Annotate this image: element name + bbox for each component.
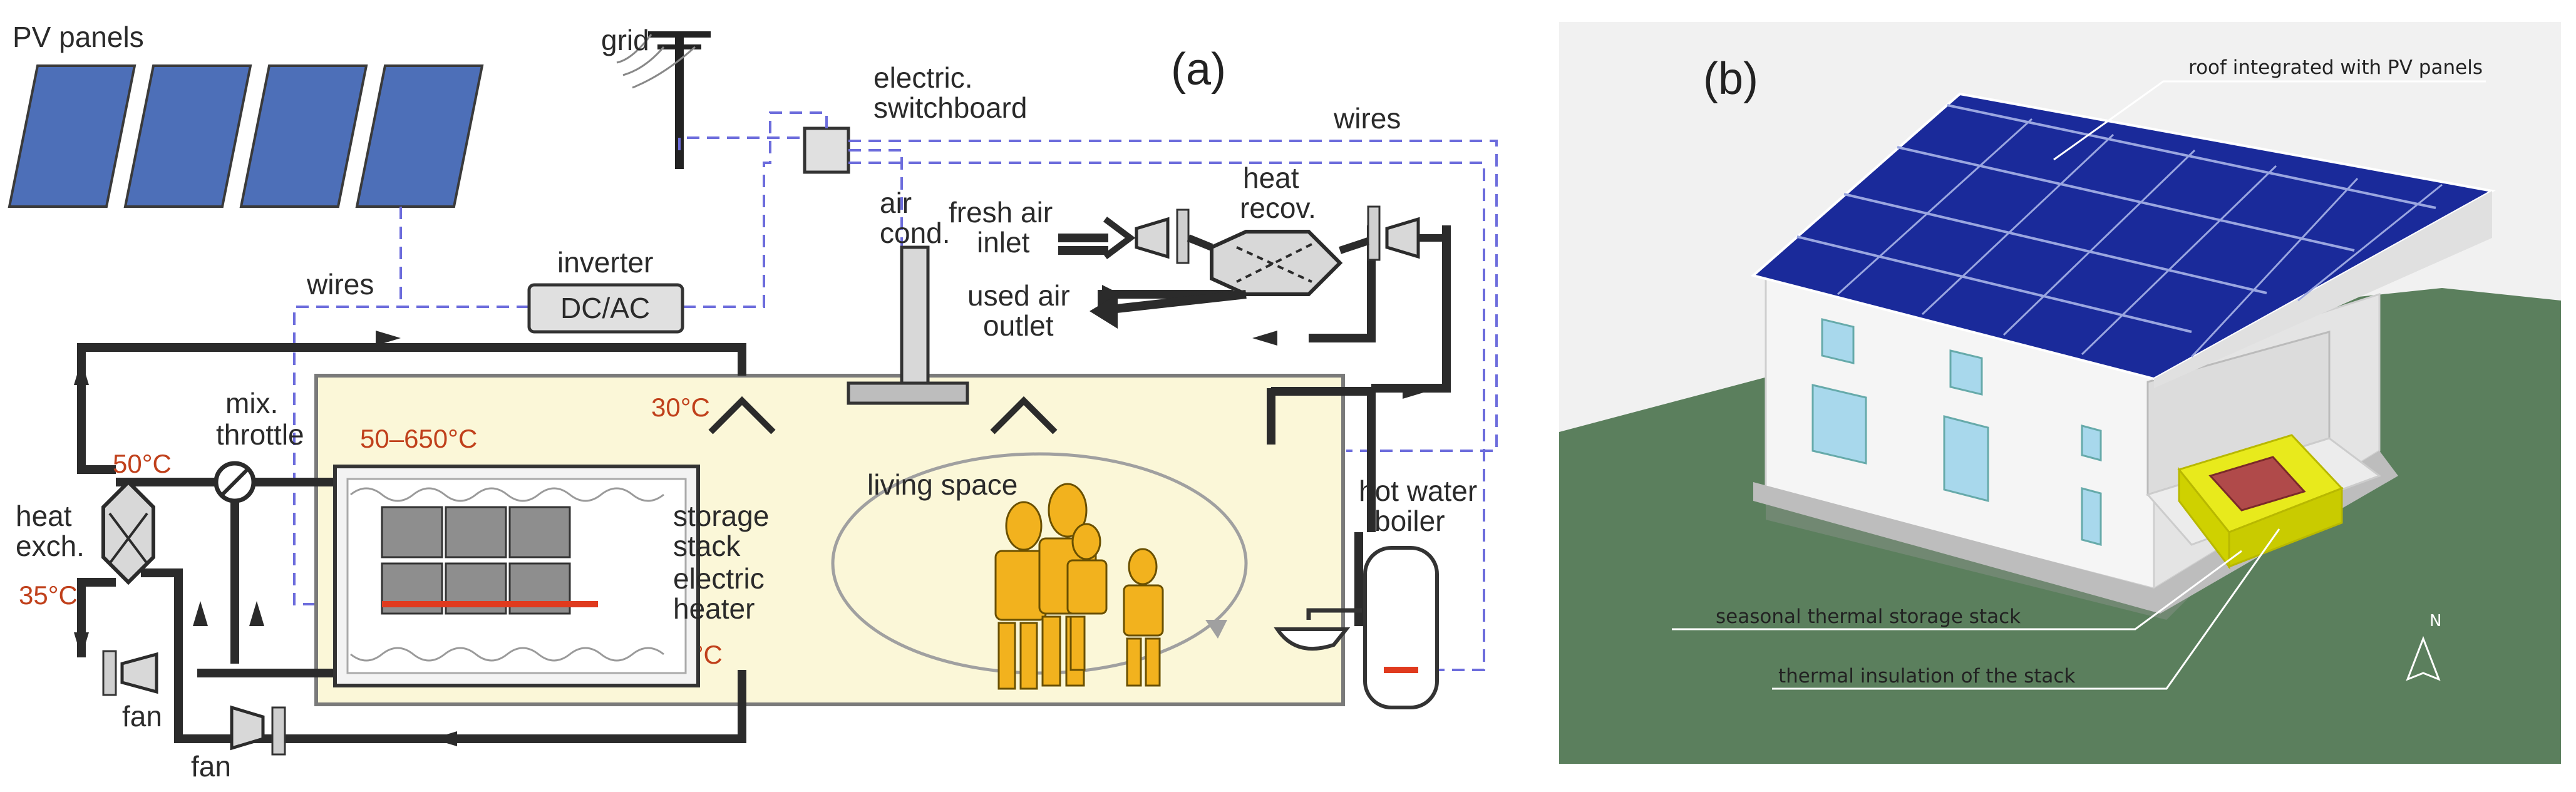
heat-recov-label-2: recov.: [1240, 192, 1316, 224]
north-arrow-icon: N: [2406, 612, 2441, 681]
diffuser-ac: [990, 396, 1058, 435]
heat-recov-label-1: heat: [1243, 162, 1299, 194]
grid-label: grid: [601, 24, 649, 56]
flow-arrows: [74, 285, 1428, 746]
hot-water-label-2: boiler: [1374, 505, 1445, 537]
temp-50c-label: 50°C: [113, 449, 172, 478]
inverter-dcac-text: DC/AC: [560, 292, 650, 324]
inlet-fan-icon: [1103, 208, 1213, 264]
faucet-icon: [1306, 608, 1362, 620]
exhaust-fan-icon: [1339, 205, 1450, 261]
storage-stack: [333, 465, 700, 687]
people-icon: [994, 483, 1164, 690]
electric-wires: [293, 111, 1498, 671]
diffuser-30c: [708, 396, 776, 435]
living-space-label: living space: [867, 468, 1018, 501]
temp-35c-label: 35°C: [19, 580, 78, 610]
used-air-label-2: outlet: [983, 309, 1054, 342]
compass-letter: N: [2429, 612, 2441, 630]
panel-b-letter: (b): [1703, 54, 1758, 104]
wires-label-top: wires: [1333, 102, 1401, 135]
fan-2-label: fan: [191, 750, 231, 783]
insulation-label: thermal insulation of the stack: [1778, 665, 2075, 687]
switchboard-label-2: switchboard: [873, 91, 1027, 124]
roof-label: roof integrated with PV panels: [2188, 56, 2483, 79]
storage-stack-label-2: stack: [673, 530, 741, 562]
heat-recovery-unit-icon: [1210, 230, 1343, 296]
heat-exch-label-2: exch.: [16, 530, 85, 562]
air-conditioner-outlet: [847, 381, 969, 405]
fresh-air-label-1: fresh air: [949, 196, 1053, 229]
storage-leader-line: [1672, 550, 2242, 630]
used-air-label-1: used air: [967, 279, 1070, 312]
thermal-storage-stack-render: [2177, 434, 2344, 570]
mix-throttle-label-2: throttle: [216, 418, 304, 451]
fan-1-label: fan: [122, 700, 162, 733]
electric-heater-label-1: electric: [673, 562, 765, 595]
electric-heater-label-2: heater: [673, 592, 755, 625]
fresh-air-label-2: inlet: [977, 226, 1030, 259]
air-conditioner-unit: [900, 245, 930, 390]
inverter-label: inverter: [557, 246, 653, 279]
fan-1-icon: [102, 650, 158, 696]
hot-water-boiler-tank: [1363, 546, 1439, 709]
switchboard-box: [803, 126, 850, 174]
sink-icon: [1274, 627, 1351, 651]
air-cond-label-2: cond.: [880, 217, 951, 249]
pv-panels-label: PV panels: [13, 21, 144, 53]
switchboard-label-1: electric.: [873, 61, 972, 94]
air-circulation-loop: [831, 452, 1248, 675]
temp-50-650c-label: 50–650°C: [360, 424, 477, 453]
inverter-box: [527, 283, 684, 334]
mix-throttle-label-1: mix.: [225, 387, 278, 419]
wires-label-left: wires: [306, 268, 374, 301]
storage-stack-label-1: storage: [673, 500, 769, 532]
storage-label: seasonal thermal storage stack: [1716, 605, 2021, 628]
temp-30c-label: 30°C: [651, 393, 710, 422]
air-cond-label-1: air: [880, 187, 912, 219]
fan-2-icon: [230, 705, 286, 756]
insulation-leader-line: [1772, 528, 2280, 690]
used-air-arrow-icon: [1090, 294, 1118, 329]
roof-leader-line: [2053, 80, 2486, 161]
panel-b-house-render: (b) roof integrated with PV panels seaso…: [1559, 22, 2561, 764]
hot-water-label-1: hot water: [1359, 475, 1477, 507]
heat-exch-label-1: heat: [16, 500, 72, 532]
pv-roof-array: [1750, 92, 2496, 388]
panel-a-letter: (a): [1171, 44, 1226, 95]
heat-exchanger-icon: [101, 479, 155, 585]
pv-panels: [8, 64, 484, 208]
panel-a-schematic: PV panels grid electric. switchboard (a)…: [8, 21, 1498, 783]
